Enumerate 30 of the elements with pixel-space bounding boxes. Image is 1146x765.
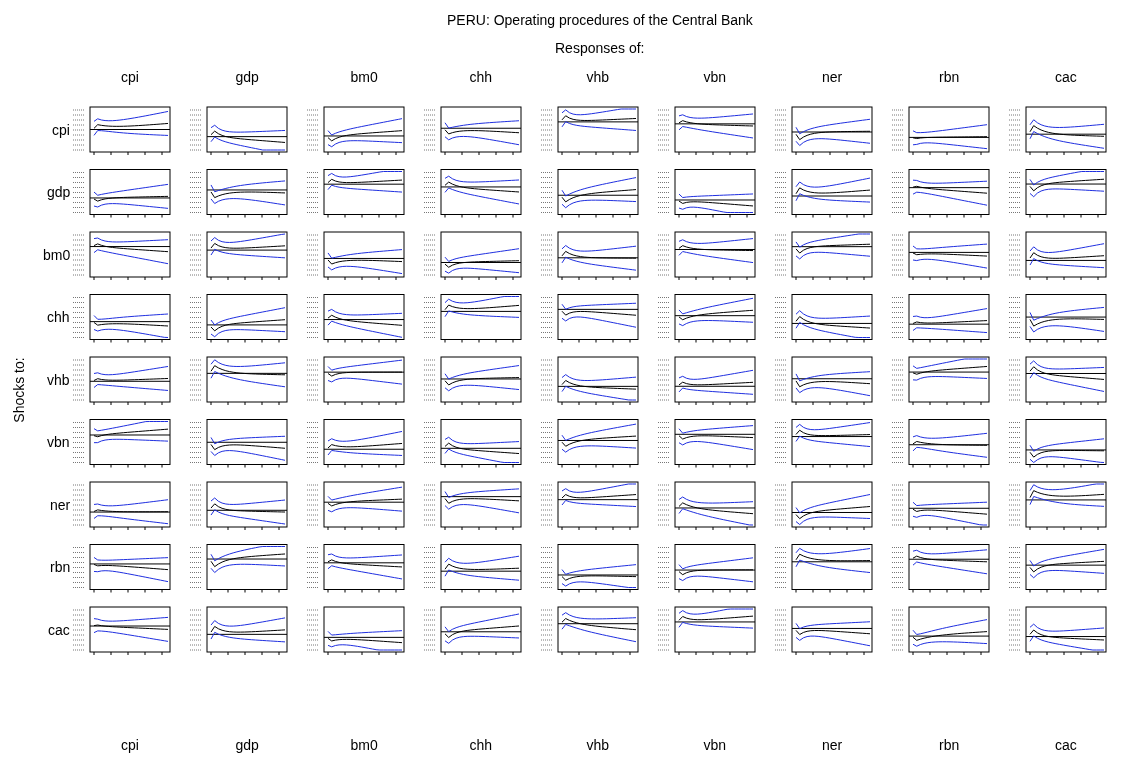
column-label: bm0 <box>350 69 378 85</box>
row-label: rbn <box>50 559 71 575</box>
row-label: gdp <box>47 184 71 200</box>
column-label: bm0 <box>350 737 378 753</box>
column-label: ner <box>822 69 843 85</box>
column-label: ner <box>822 737 843 753</box>
row-label: cac <box>48 621 70 638</box>
row-label: bm0 <box>43 246 71 263</box>
column-label: chh <box>469 69 493 85</box>
axis-title: Shocks to: <box>10 357 27 423</box>
column-label: cpi <box>121 69 139 85</box>
column-label: vhb <box>586 69 610 85</box>
row-label: chh <box>47 309 70 325</box>
column-label: chh <box>469 737 493 753</box>
column-label: gdp <box>235 737 259 753</box>
row-label: ner <box>50 496 71 513</box>
column-label: vbn <box>703 737 727 753</box>
row-label: cpi <box>52 121 70 138</box>
column-label: gdp <box>235 69 259 85</box>
column-label: cac <box>1055 69 1077 85</box>
chart-title: PERU: Operating procedures of the Central Bank <box>447 12 753 28</box>
column-label: cpi <box>121 737 139 753</box>
column-label: vhb <box>586 737 610 753</box>
column-label: vbn <box>703 69 727 85</box>
column-label: cac <box>1055 737 1077 753</box>
axis-title: Responses of: <box>555 40 645 56</box>
row-label: vhb <box>47 371 70 388</box>
column-label: rbn <box>939 737 960 753</box>
row-label: vbn <box>47 434 70 450</box>
column-label: rbn <box>939 69 960 85</box>
